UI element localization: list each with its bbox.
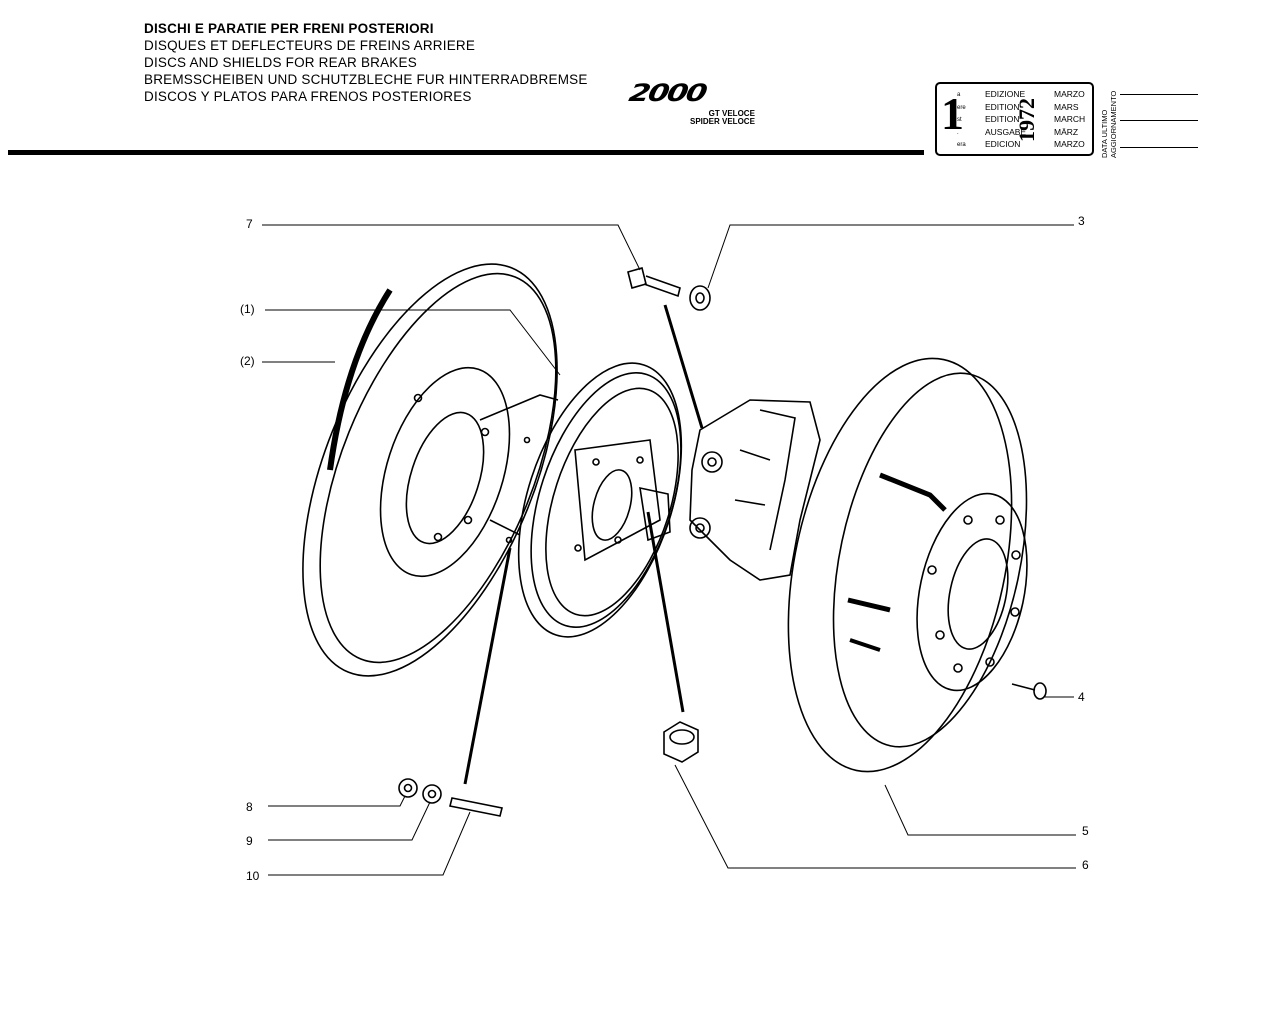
- header-rule: [8, 150, 924, 155]
- update-line-3: [1120, 147, 1198, 148]
- edition-words: EDIZIONE EDITION EDITION AUSGABE EDICION: [985, 88, 1026, 151]
- nut: [663, 721, 699, 763]
- model-logo: 2000 GT VELOCE SPIDER VELOCE: [627, 80, 762, 130]
- model-variant-gt: GT VELOCE: [708, 109, 755, 118]
- callout-5: 5: [1082, 824, 1089, 838]
- bolt: [627, 267, 681, 298]
- title-german: BREMSSCHEIBEN UND SCHUTZBLECHE FUR HINTE…: [144, 72, 588, 87]
- callout-10: 10: [246, 869, 260, 883]
- callout-8: 8: [246, 800, 253, 814]
- callout-6: 6: [1082, 858, 1089, 872]
- month-fr: MARS: [1054, 101, 1079, 112]
- screw: [1011, 682, 1047, 700]
- ordinal-es: era: [957, 142, 966, 149]
- title-english: DISCS AND SHIELDS FOR REAR BRAKES: [144, 55, 417, 70]
- ordinal-fr: ere: [957, 104, 966, 111]
- edition-word-en: EDITION: [985, 114, 1020, 125]
- title-french: DISQUES ET DEFLECTEURS DE FREINS ARRIERE: [144, 38, 476, 53]
- model-variants: GT VELOCE SPIDER VELOCE: [690, 110, 755, 126]
- edition-months: MARZO MARS MARCH MÄRZ MARZO: [1054, 88, 1085, 151]
- edition-ordinals: a ere st . era: [957, 89, 966, 152]
- title-spanish: DISCOS Y PLATOS PARA FRENOS POSTERIORES: [144, 89, 472, 104]
- washer: [689, 285, 711, 311]
- callout-3: 3: [1078, 214, 1085, 228]
- title-italian: DISCHI E PARATIE PER FRENI POSTERIORI: [144, 21, 434, 36]
- small-nut: [398, 778, 418, 798]
- callout-9: 9: [246, 834, 253, 848]
- ordinal-en: st: [957, 117, 962, 124]
- month-it: MARZO: [1054, 89, 1085, 99]
- update-line-1: [1120, 94, 1198, 95]
- callout-2: (2): [240, 354, 255, 368]
- brake-disc: [787, 357, 1028, 773]
- stud: [449, 797, 503, 817]
- lock-nut: [422, 784, 442, 804]
- edition-word-es: EDICION: [985, 139, 1021, 150]
- edition-word-it: EDIZIONE: [985, 89, 1026, 99]
- month-en: MARCH: [1054, 114, 1086, 125]
- month-de: MÄRZ: [1054, 126, 1079, 137]
- dust-shield: [302, 263, 559, 677]
- caliper-bracket: [689, 399, 821, 581]
- model-variant-spider: SPIDER VELOCE: [690, 117, 755, 126]
- backing-plate: [505, 362, 683, 638]
- edition-word-fr: EDITION: [985, 101, 1020, 112]
- edition-number: 1: [941, 88, 964, 139]
- callout-1: (1): [240, 302, 255, 316]
- edition-box: 1 a ere st . era EDIZIONE EDITION EDITIO…: [935, 82, 1094, 156]
- update-line-2: [1120, 120, 1198, 121]
- assembly-arrows: [463, 304, 704, 785]
- page-titles: DISCHI E PARATIE PER FRENI POSTERIORI DI…: [144, 20, 588, 105]
- ordinal-de: .: [957, 129, 959, 136]
- callout-7: 7: [246, 217, 253, 231]
- leader-lines: [262, 224, 1076, 876]
- ordinal-it: a: [957, 92, 961, 98]
- edition-word-de: AUSGABE: [985, 126, 1027, 137]
- month-es: MARZO: [1054, 139, 1085, 150]
- callout-4: 4: [1078, 690, 1085, 704]
